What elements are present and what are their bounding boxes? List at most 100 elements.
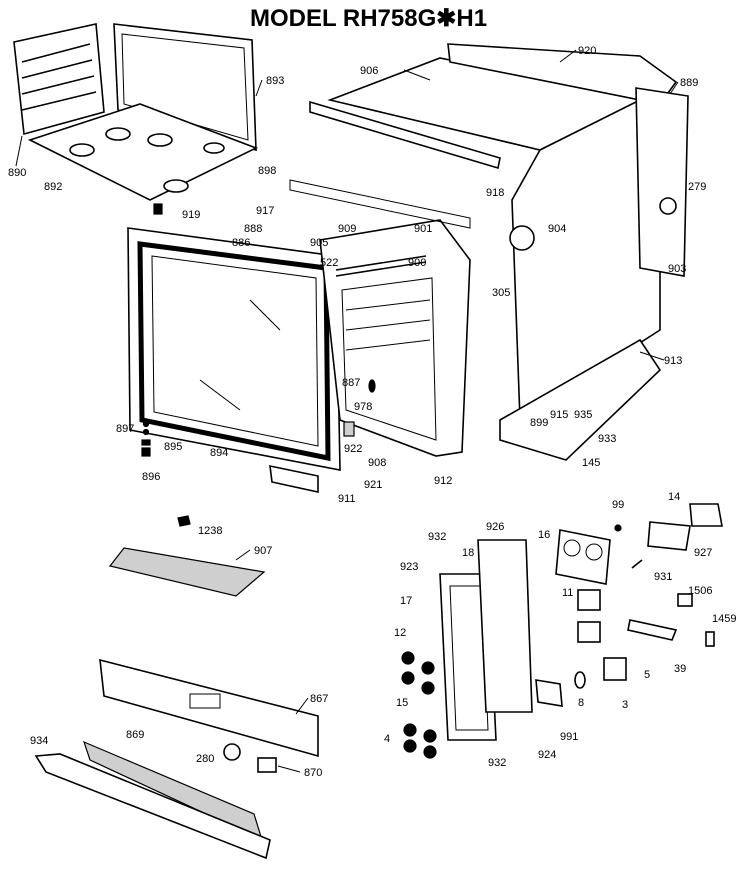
rack-panel-890 bbox=[13, 23, 105, 136]
sensor-931 bbox=[631, 559, 643, 569]
callout-label: 920 bbox=[578, 45, 596, 57]
diagram-title: MODEL RH758G✱H1 bbox=[250, 5, 488, 32]
callout-label: 915 bbox=[550, 409, 568, 421]
callout-label: 909 bbox=[338, 223, 356, 235]
hardware-897-895-896 bbox=[141, 420, 151, 457]
callout-label: 921 bbox=[364, 479, 382, 491]
callout-label: 932 bbox=[428, 531, 446, 543]
callout-label: 991 bbox=[560, 731, 578, 743]
cabinet-top-906 bbox=[327, 57, 661, 422]
callout-label: 905 bbox=[310, 237, 328, 249]
relay-3 bbox=[603, 657, 627, 681]
lamp-8 bbox=[574, 671, 586, 689]
callout-label: 305 bbox=[492, 287, 510, 299]
callout-label: 1238 bbox=[198, 525, 222, 537]
callout-label: 894 bbox=[210, 447, 228, 459]
callout-label: 922 bbox=[344, 443, 362, 455]
switch-frame-926 bbox=[477, 539, 533, 713]
callout-label: 931 bbox=[654, 571, 672, 583]
leader-lines bbox=[15, 49, 679, 773]
knobs-12-15-4 bbox=[401, 651, 437, 759]
callout-label: 907 bbox=[254, 545, 272, 557]
oven-bottom-892 bbox=[27, 103, 259, 201]
callout-label: 5 bbox=[644, 669, 650, 681]
filter-907 bbox=[108, 547, 266, 597]
callout-label: 18 bbox=[462, 547, 474, 559]
base-913 bbox=[499, 338, 662, 461]
callout-label: 11 bbox=[562, 587, 573, 599]
callout-label: 279 bbox=[688, 181, 706, 193]
callout-label: 280 bbox=[196, 753, 214, 765]
callout-label: 918 bbox=[486, 187, 504, 199]
switches-11 bbox=[577, 589, 601, 643]
element-900 bbox=[335, 255, 427, 277]
callout-label: 39 bbox=[674, 663, 686, 675]
callout-label: 145 bbox=[582, 457, 600, 469]
hinge-911 bbox=[269, 464, 319, 493]
callout-label: 911 bbox=[338, 493, 356, 505]
callout-label: 1459 bbox=[712, 613, 736, 625]
callout-label: 14 bbox=[668, 491, 680, 503]
callout-label: 913 bbox=[664, 355, 682, 367]
callout-label: 1506 bbox=[688, 585, 712, 597]
callout-label: 888 bbox=[244, 223, 262, 235]
callout-label: 890 bbox=[8, 167, 26, 179]
callout-label: 903 bbox=[668, 263, 686, 275]
callout-label: 904 bbox=[548, 223, 566, 235]
callout-label: 912 bbox=[434, 475, 452, 487]
callout-label: 932 bbox=[488, 757, 506, 769]
callout-label: 934 bbox=[30, 735, 48, 747]
callout-label: 919 bbox=[182, 209, 200, 221]
plate-991 bbox=[535, 679, 563, 707]
lamp-socket-870 bbox=[257, 757, 277, 773]
callout-label: 935 bbox=[574, 409, 592, 421]
callout-label: 892 bbox=[44, 181, 62, 193]
terminal-39 bbox=[627, 619, 678, 641]
clip-978 bbox=[368, 379, 376, 393]
callout-label: 4 bbox=[384, 733, 390, 745]
callout-label: 978 bbox=[354, 401, 372, 413]
callout-label: 927 bbox=[694, 547, 712, 559]
callout-label: 924 bbox=[538, 749, 556, 761]
callout-label: 15 bbox=[396, 697, 408, 709]
callout-label: 917 bbox=[256, 205, 274, 217]
callout-label: 8 bbox=[578, 697, 584, 709]
callout-label: 522 bbox=[320, 257, 338, 269]
callout-label: 926 bbox=[486, 521, 504, 533]
fan-16 bbox=[555, 529, 611, 585]
callout-label: 3 bbox=[622, 699, 628, 711]
screw-99 bbox=[614, 524, 622, 532]
callout-label: 896 bbox=[142, 471, 160, 483]
oven-door-894 bbox=[127, 227, 341, 471]
control-panel-867 bbox=[99, 658, 319, 758]
callout-labels: 890 892 893 919 898 917 888 886 905 909 … bbox=[8, 45, 736, 779]
callout-label: 900 bbox=[408, 257, 426, 269]
vent-trim-918 bbox=[309, 100, 501, 170]
callout-label: 895 bbox=[164, 441, 182, 453]
switch-14 bbox=[689, 503, 723, 527]
support-frame-901 bbox=[289, 179, 471, 229]
knob-279 bbox=[659, 197, 677, 215]
part-1506 bbox=[677, 593, 693, 607]
callout-label: 16 bbox=[538, 529, 550, 541]
callout-label: 908 bbox=[368, 457, 386, 469]
callout-label: 923 bbox=[400, 561, 418, 573]
lamp-280 bbox=[223, 743, 241, 761]
callout-label: 887 bbox=[342, 377, 360, 389]
callout-label: 933 bbox=[598, 433, 616, 445]
callout-label: 899 bbox=[530, 417, 548, 429]
callout-label: 869 bbox=[126, 729, 144, 741]
side-panel-889 bbox=[635, 87, 689, 277]
callout-label: 99 bbox=[612, 499, 624, 511]
callout-label: 889 bbox=[680, 77, 698, 89]
oven-cavity bbox=[319, 219, 471, 457]
part-1459 bbox=[705, 631, 715, 647]
clip-1238 bbox=[177, 515, 191, 527]
callout-label: 867 bbox=[310, 693, 328, 705]
callout-label: 898 bbox=[258, 165, 276, 177]
callout-label: 893 bbox=[266, 75, 284, 87]
callout-label: 897 bbox=[116, 423, 134, 435]
callout-label: 12 bbox=[394, 627, 406, 639]
panel-922 bbox=[343, 421, 355, 437]
